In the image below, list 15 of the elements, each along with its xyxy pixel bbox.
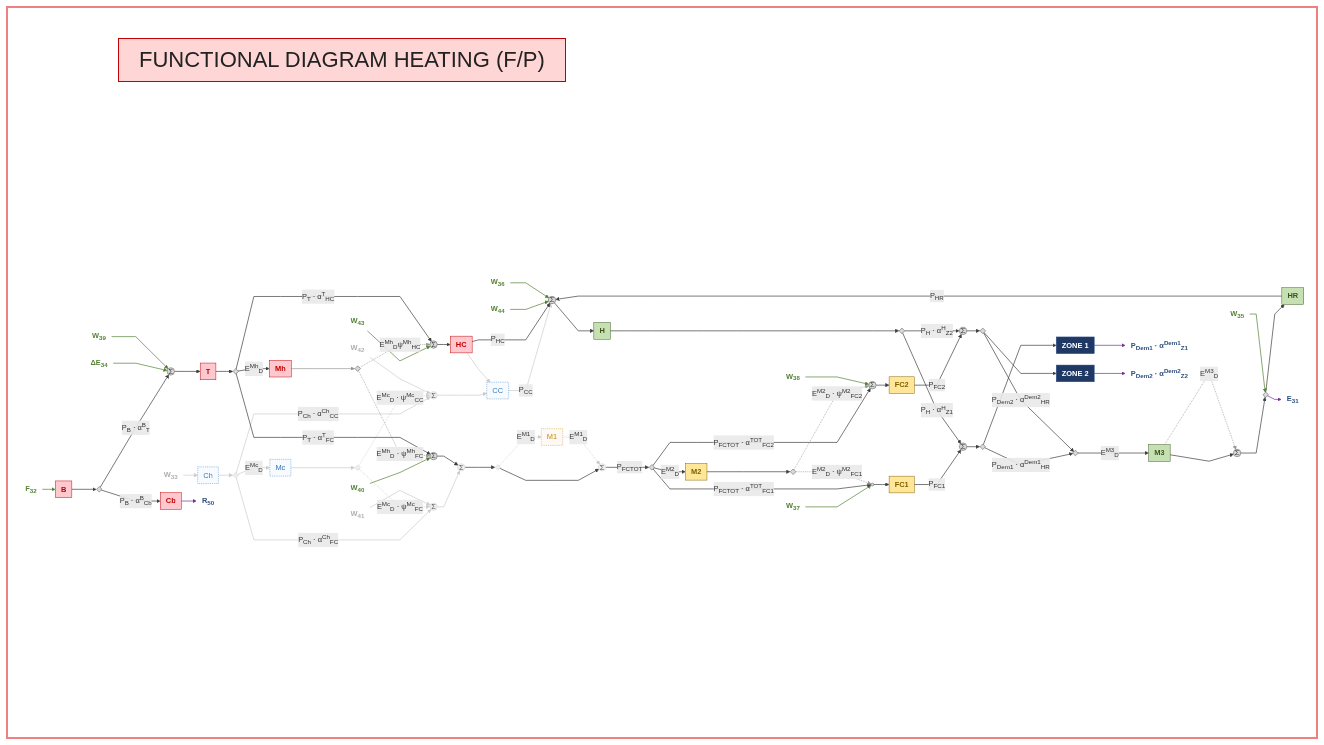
node-diamond xyxy=(979,443,986,450)
node-diamond xyxy=(494,464,501,471)
node-diamond xyxy=(232,472,239,479)
node-diamond xyxy=(648,464,655,471)
node-diamond xyxy=(898,327,905,335)
node-diamond xyxy=(979,327,986,335)
node-diamond xyxy=(354,464,361,471)
node-diamond xyxy=(1072,450,1079,457)
node-diamond xyxy=(232,368,239,375)
node-diamond xyxy=(96,486,103,493)
node-diamond xyxy=(790,468,797,475)
node-diamond xyxy=(354,365,361,372)
node-circle xyxy=(870,483,874,487)
diagram-title: FUNCTIONAL DIAGRAM HEATING (F/P) xyxy=(118,38,566,82)
node-diamond xyxy=(1262,391,1269,398)
